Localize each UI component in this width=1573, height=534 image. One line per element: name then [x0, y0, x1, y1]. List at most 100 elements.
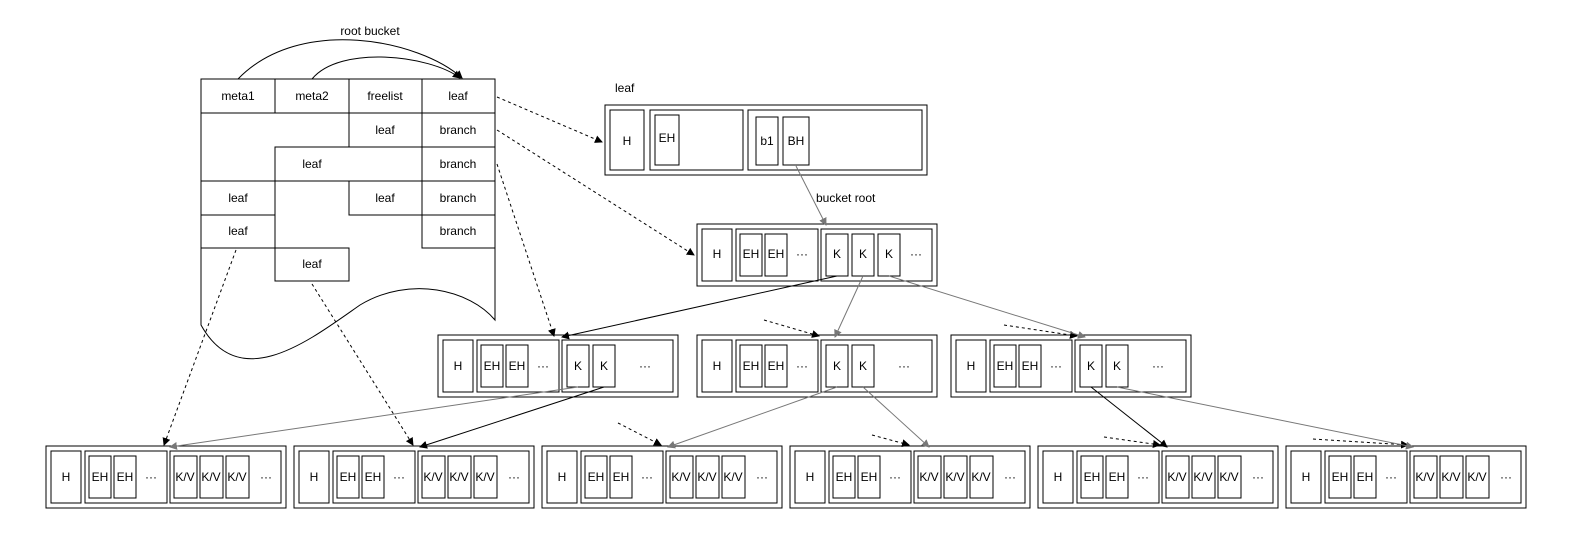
- grid-cell-branch-r3: [421, 146, 496, 182]
- leaf-page-element-cell: [654, 114, 680, 166]
- leaf-node-2-element-more: ···: [393, 470, 405, 484]
- leaf-page-element: EH: [659, 131, 676, 145]
- leaf-node-2-element-2: EH: [365, 470, 382, 484]
- leaf-node-1-kv-2: K/V: [201, 470, 220, 484]
- leaf-node-6-header: H: [1302, 470, 1311, 484]
- mid-node-3-key-1: K: [1087, 359, 1095, 373]
- link-root-key3-to-mid-node-3: [888, 275, 1086, 339]
- leaf-node-4-element-1: EH: [836, 470, 853, 484]
- link-root-key2-to-mid-node-2: [834, 275, 864, 338]
- mid-node-2-element-2: EH: [768, 359, 785, 373]
- link-mid1-key2-to-leaf-node-2: [419, 386, 605, 449]
- leaf-node-4-header: H: [806, 470, 815, 484]
- leaf-page-bucket-header: BH: [788, 134, 805, 148]
- arrow-incoming-leaf-node-5: [1103, 436, 1161, 448]
- bucket-root-element-1: EH: [743, 247, 760, 261]
- bucket-root-label: bucket root: [816, 191, 876, 205]
- mid-node-1-element-more: ···: [537, 359, 549, 373]
- leaf-page: H EH b1 BH: [604, 104, 928, 176]
- grid-label-leaf-r6: leaf: [302, 257, 322, 271]
- leaf-node-1: H EH EH ··· K/V K/V K/V ···: [45, 445, 287, 509]
- leaf-page-header: H: [623, 134, 632, 148]
- leaf-node-5-kv-2: K/V: [1193, 470, 1212, 484]
- leaf-node-3-kv-more: ···: [756, 470, 768, 484]
- page-grid: meta1 meta2 freelist leaf leaf branch le…: [200, 78, 496, 360]
- leaf-node-4-kv-more: ···: [1004, 470, 1016, 484]
- arrow-grid-leaf-to-leaf-page: [496, 96, 603, 143]
- leaf-node-6-element-2: EH: [1357, 470, 1374, 484]
- mid-node-1-key-1: K: [574, 359, 582, 373]
- leaf-node-5-kv-more: ···: [1252, 470, 1264, 484]
- mid-node-2-key-1: K: [833, 359, 841, 373]
- grid-cell-leaf-r3: [274, 146, 423, 182]
- leaf-node-6: H EH EH ··· K/V K/V K/V ···: [1285, 445, 1527, 509]
- leaf-node-1-kv-3: K/V: [227, 470, 246, 484]
- bucket-root-node: H EH EH ··· K K K ···: [696, 223, 938, 287]
- mid-node-2-header: H: [713, 359, 722, 373]
- leaf-node-2-header: H: [310, 470, 319, 484]
- leaf-node-6-element-more: ···: [1385, 470, 1397, 484]
- grid-cell-branch-r5: [421, 214, 496, 249]
- leaf-node-2: H EH EH ··· K/V K/V K/V ···: [293, 445, 535, 509]
- bucket-root-element-more: ···: [796, 247, 808, 261]
- mid-node-3-element-more: ···: [1050, 359, 1062, 373]
- leaf-node-3-header: H: [558, 470, 567, 484]
- leaf-node-5-kv-1: K/V: [1167, 470, 1186, 484]
- leaf-page-bucket-cell: [755, 116, 779, 166]
- leaf-node-6-element-1: EH: [1332, 470, 1349, 484]
- arrow-grid-branch-to-mid-node-1: [496, 163, 556, 337]
- mid-node-3: H EH EH ··· K K ···: [950, 334, 1192, 398]
- grid-label-leaf-root: leaf: [448, 89, 468, 103]
- arrow-grid-leaf-to-leaf-node-1: [162, 249, 237, 446]
- leaf-node-3-element-1: EH: [588, 470, 605, 484]
- grid-cell-leaf-r4b: [348, 180, 423, 216]
- link-mid3-key2-to-leaf-node-6: [1116, 386, 1414, 450]
- leaf-node-2-kv-more: ···: [508, 470, 520, 484]
- leaf-node-1-element-more: ···: [145, 470, 157, 484]
- grid-label-leaf-r5: leaf: [228, 224, 248, 238]
- mid-node-1-header: H: [454, 359, 463, 373]
- leaf-node-2-kv-2: K/V: [449, 470, 468, 484]
- arrow-incoming-mid-node-2: [763, 319, 820, 338]
- mid-node-1-element-1: EH: [484, 359, 501, 373]
- leaf-node-4-element-2: EH: [861, 470, 878, 484]
- leaf-node-5-kv-3: K/V: [1219, 470, 1238, 484]
- grid-label-leaf-r3: leaf: [302, 157, 322, 171]
- root-bucket-label: root bucket: [340, 24, 400, 38]
- leaf-node-6-kv-2: K/V: [1441, 470, 1460, 484]
- leaf-node-1-element-2: EH: [117, 470, 134, 484]
- mid-node-1-key-2: K: [600, 359, 608, 373]
- bucket-root-key-3: K: [885, 247, 893, 261]
- arrow-grid-branch-to-bucket-root: [496, 129, 695, 256]
- leaf-node-3: H EH EH ··· K/V K/V K/V ···: [541, 445, 783, 509]
- leaf-node-6-kv-3: K/V: [1467, 470, 1486, 484]
- leaf-node-1-kv-more: ···: [260, 470, 272, 484]
- grid-label-leaf-r4a: leaf: [228, 191, 248, 205]
- grid-cell-branch-r2: [421, 112, 496, 148]
- leaf-node-4-kv-2: K/V: [945, 470, 964, 484]
- leaf-node-3-element-more: ···: [641, 470, 653, 484]
- root-bucket-arc-meta1: [237, 39, 463, 80]
- mid-node-1: H EH EH ··· K K ···: [437, 334, 679, 398]
- leaf-node-6-kv-1: K/V: [1415, 470, 1434, 484]
- grid-label-branch-r5: branch: [440, 224, 477, 238]
- leaf-page-title: leaf: [615, 81, 635, 95]
- mid-node-1-element-2: EH: [509, 359, 526, 373]
- leaf-node-1-kv-1: K/V: [175, 470, 194, 484]
- leaf-node-4-kv-1: K/V: [919, 470, 938, 484]
- leaf-node-1-header: H: [62, 470, 71, 484]
- mid-node-2: H EH EH ··· K K ···: [696, 334, 938, 398]
- grid-label-freelist: freelist: [367, 89, 403, 103]
- leaf-node-2-kv-1: K/V: [423, 470, 442, 484]
- leaf-node-2-kv-3: K/V: [475, 470, 494, 484]
- grid-label-leaf-r4b: leaf: [375, 191, 395, 205]
- leaf-node-3-element-2: EH: [613, 470, 630, 484]
- grid-label-leaf-r2: leaf: [375, 123, 395, 137]
- arrow-incoming-leaf-node-6: [1312, 438, 1409, 449]
- bucket-root-key-1: K: [833, 247, 841, 261]
- leaf-node-5: H EH EH ··· K/V K/V K/V ···: [1037, 445, 1279, 509]
- arrow-incoming-leaf-node-4: [871, 434, 910, 448]
- mid-node-1-key-more: ···: [639, 359, 651, 373]
- grid-cell-leaf-r6: [274, 247, 350, 282]
